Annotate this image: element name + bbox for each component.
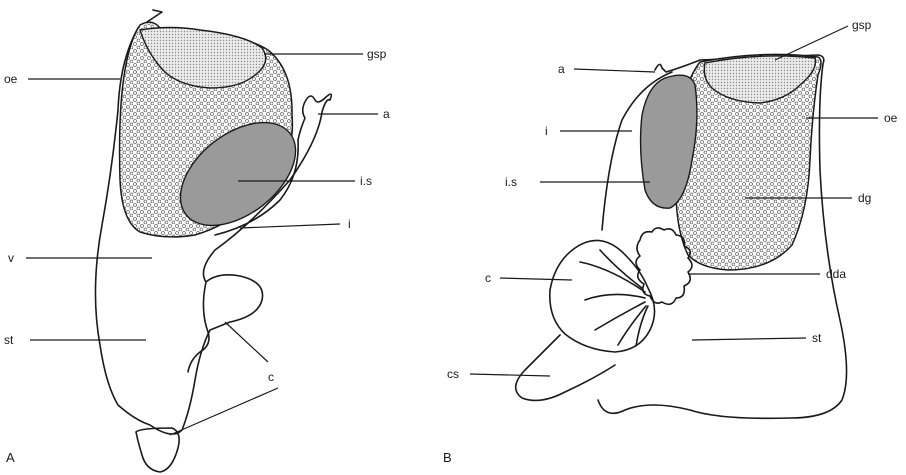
- label-a-is: i.s: [360, 174, 372, 188]
- panel-b-caecum-fold-6: [600, 250, 642, 288]
- leader-b-c: [500, 278, 572, 280]
- label-b-a: a: [558, 62, 565, 76]
- panel-b-diverticula: [636, 228, 692, 304]
- leader-a-i: [240, 224, 340, 228]
- panel-b-caecum-fold-2: [585, 294, 645, 300]
- label-a-oe: oe: [4, 72, 18, 86]
- label-b-oe: oe: [884, 111, 898, 125]
- label-b-gsp: gsp: [852, 18, 872, 32]
- label-a-i: i: [348, 217, 351, 231]
- label-a-st: st: [4, 333, 14, 347]
- label-b-dda: dda: [826, 267, 846, 281]
- label-a-gsp: gsp: [367, 47, 387, 61]
- panel-b-caecal-sac: [516, 335, 615, 400]
- label-a-c: c: [268, 370, 274, 384]
- label-a-a: a: [383, 107, 390, 121]
- panel-a-caecum-line: [188, 282, 209, 372]
- label-b-is: i.s: [505, 175, 517, 189]
- label-a-v: v: [8, 251, 14, 265]
- panel-b-label: B: [443, 450, 452, 465]
- label-b-dg: dg: [858, 191, 871, 205]
- leader-b-a: [574, 69, 655, 72]
- label-b-i: i: [545, 124, 548, 138]
- label-b-st: st: [812, 331, 822, 345]
- label-b-c: c: [485, 271, 491, 285]
- leader-a-c-2: [170, 388, 278, 435]
- leader-a-c-1: [225, 322, 268, 362]
- leader-b-cs: [470, 374, 550, 376]
- panel-a-label: A: [6, 450, 15, 465]
- label-b-cs: cs: [447, 367, 459, 381]
- panel-b-caecum-fold-4: [618, 306, 646, 345]
- leader-b-st: [692, 338, 806, 340]
- panel-b-drawing: [516, 54, 847, 418]
- panel-a-drawing: [95, 10, 331, 472]
